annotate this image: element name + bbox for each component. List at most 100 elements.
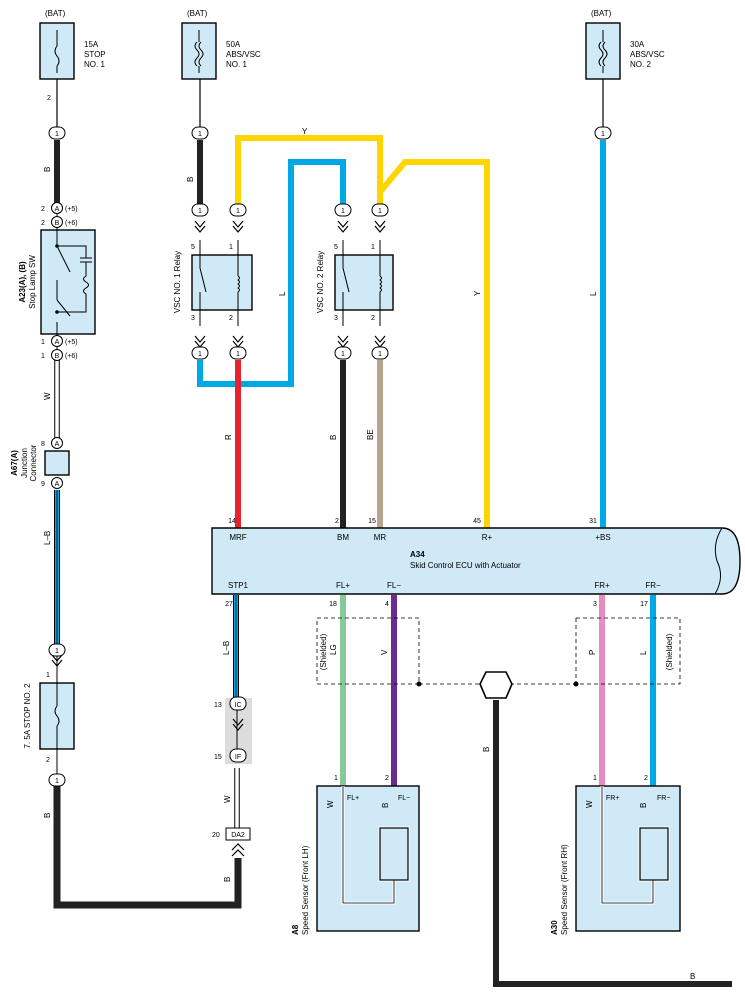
rh-wire-w: W <box>585 800 594 808</box>
connector-chevrons <box>51 220 386 857</box>
switch-name: Stop Lamp SW <box>28 255 37 309</box>
fuse3-name: ABS/VSC <box>630 50 665 59</box>
label-b-ground: B <box>482 747 491 752</box>
fuse4-pin-top: 1 <box>46 672 50 679</box>
connector-tag-label-12: 1 <box>55 778 59 785</box>
wire-labels: Y B W L–B B B L R B BE Y L L–B W B LG V … <box>43 127 695 981</box>
fuse-abs-vsc-no2: (BAT) 30A ABS/VSC NO. 2 <box>585 9 665 80</box>
fuse2-rating: 50A <box>226 40 241 49</box>
rh-code: A30 <box>550 920 559 935</box>
connector-tag-label-7: 1 <box>198 351 202 358</box>
connector-tag-5 <box>334 203 352 217</box>
relay-coil-icon <box>237 240 240 326</box>
relay1-name: VSC NO. 1 Relay <box>173 251 182 313</box>
if-conn: IF <box>235 754 241 761</box>
fuse1-pin: 2 <box>47 95 51 102</box>
rh-pin2: 2 <box>644 775 648 782</box>
connector-da2: DA2 20 <box>212 827 251 841</box>
switch-code: A23(A), (B) <box>18 261 27 303</box>
connector-tag-label-9: 1 <box>341 351 345 358</box>
label-b-ground2: B <box>690 972 695 981</box>
connector-tag-label-1: 1 <box>198 131 202 138</box>
connector-tag-label-3: 1 <box>198 208 202 215</box>
fuse1-number: NO. 1 <box>84 60 105 69</box>
if-pin: 15 <box>214 754 222 761</box>
lh-pin1: 1 <box>334 775 338 782</box>
note-plus6-bottom: (+6) <box>65 353 78 360</box>
junction-connector: A 8 A 9 A67(A) Junction Connector <box>10 437 70 489</box>
ecu-pin-bs: +BS <box>595 533 610 542</box>
label-p: P <box>588 650 597 655</box>
label-lg: LG <box>329 644 338 655</box>
lh-minus: FL− <box>398 795 410 802</box>
connector-tag-10 <box>371 346 389 360</box>
connector-b-top: B <box>55 220 60 227</box>
connector-a-top: A <box>55 206 60 213</box>
ecu-pin-4: 4 <box>385 601 389 608</box>
ecu-pin-flminus: FL− <box>387 581 401 590</box>
ecu-pin-45: 45 <box>473 518 481 525</box>
ecu-pin-bm: BM <box>337 533 349 542</box>
switch-top-pins: A 2 (+5) B 2 (+6) <box>41 202 78 230</box>
label-b3: B <box>186 177 195 182</box>
fuse3-rating: 30A <box>630 40 645 49</box>
fuse-icon <box>54 705 60 727</box>
ecu-bottom-pins: STP1 27 FL+ 18 FL− 4 FR+ 3 FR− 17 <box>225 581 661 608</box>
connector-a-bottom: A <box>55 339 60 346</box>
note-plus5-top: (+5) <box>65 206 78 213</box>
ecu-pin-mr: MR <box>374 533 387 542</box>
junction-conn-top: A <box>55 441 60 448</box>
fusible-link-icon <box>194 41 204 67</box>
rh-minus: FR− <box>657 795 670 802</box>
note-plus5-bottom: (+5) <box>65 339 78 346</box>
ecu-pin-flplus: FL+ <box>336 581 350 590</box>
skid-control-ecu: A34 Skid Control ECU with Actuator 14 MR… <box>211 518 741 608</box>
shield-label-left: (Shielded) <box>319 633 328 670</box>
lh-pin2: 2 <box>385 775 389 782</box>
relay1-pin2: 2 <box>229 315 233 322</box>
relay-vsc-no2: 5 1 3 2 VSC NO. 2 Relay <box>316 240 394 326</box>
ecu-pin-rplus: R+ <box>482 533 493 542</box>
label-w2: W <box>223 795 232 803</box>
rh-plus: FR+ <box>606 795 619 802</box>
fuse-stop-no2: 7. 5A STOP NO. 2 1 2 <box>23 672 75 764</box>
relay2-pin2: 2 <box>371 315 375 322</box>
da2-conn: DA2 <box>231 832 245 839</box>
junction-conn-bottom: A <box>55 481 60 488</box>
lh-plus: FL+ <box>347 795 359 802</box>
fusible-link-icon <box>598 41 608 67</box>
wire-y-rplus <box>377 159 490 528</box>
connector-tag-12 <box>48 773 66 787</box>
ecu-top-pins: 14 MRF 2 BM 15 MR 45 R+ 31 +BS <box>228 518 611 542</box>
relay-coil-icon <box>379 240 382 326</box>
relay2-pin1: 1 <box>371 244 375 251</box>
ecu-pin-31: 31 <box>589 518 597 525</box>
label-w1: W <box>43 392 52 400</box>
label-y: Y <box>473 290 482 296</box>
note-plus6-top: (+6) <box>65 220 78 227</box>
label-y-top: Y <box>302 127 308 136</box>
wire-b-da2 <box>53 786 242 909</box>
rh-wire-b: B <box>639 803 648 808</box>
relay2-pin3: 3 <box>334 315 338 322</box>
lh-wire-w: W <box>326 800 335 808</box>
label-b2: B <box>43 813 52 818</box>
lh-name: Speed Sensor (Front LH) <box>301 845 310 935</box>
label-lb2: L–B <box>222 641 231 655</box>
connector-tag-7 <box>191 346 209 360</box>
ecu-pin-mrf: MRF <box>229 533 246 542</box>
relay1-pin1: 1 <box>229 244 233 251</box>
connector-tag-label-2: 1 <box>601 131 605 138</box>
pin-2b: 2 <box>41 220 45 227</box>
pin-1b: 1 <box>41 353 45 360</box>
relay-vsc-no1: 5 1 3 2 VSC NO. 1 Relay <box>173 240 253 326</box>
fuse-stop-no1: (BAT) 15A STOP NO. 1 2 <box>39 9 106 102</box>
connector-tag-4 <box>229 203 247 217</box>
rh-pin1: 1 <box>593 775 597 782</box>
ecu-code: A34 <box>410 550 425 559</box>
lh-wire-b: B <box>381 803 390 808</box>
fuse-icon <box>54 45 60 67</box>
label-be: BE <box>366 429 375 440</box>
